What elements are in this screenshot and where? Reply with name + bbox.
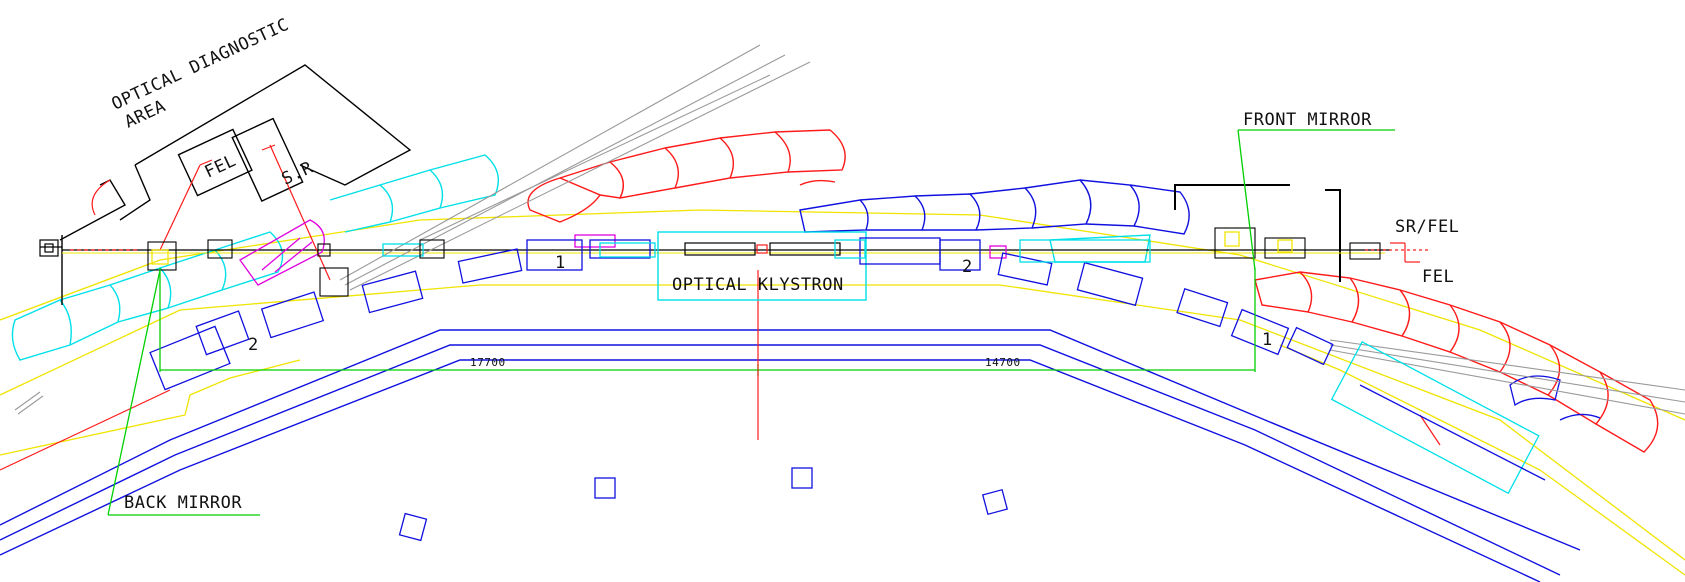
fel-box-label: FEL	[202, 151, 240, 183]
section-1-lower-label: 1	[1262, 330, 1273, 350]
back-mirror-label: BACK MIRROR	[124, 493, 242, 513]
equipment-clusters	[147, 227, 1381, 297]
optical-klystron	[657, 231, 867, 301]
pillars	[398, 467, 1009, 542]
blue-magnet-lower-right	[1509, 375, 1601, 421]
yellow-elements	[151, 231, 1293, 265]
blue-magnet-arc	[799, 179, 1190, 235]
optical-diagnostic-label: OPTICAL DIAGNOSTIC	[109, 15, 293, 115]
optical-diagnostic-area	[59, 64, 412, 241]
sr-fel-label: SR/FEL	[1395, 217, 1459, 237]
cyan-components	[382, 239, 1151, 263]
red-magnet-arc	[527, 129, 846, 223]
dimension-left-label: 17700	[470, 356, 506, 369]
beamline-components	[149, 237, 1546, 495]
front-mirror-structure	[1174, 184, 1341, 282]
fel-right-label: FEL	[1422, 267, 1454, 287]
section-2-lower-label: 2	[248, 335, 259, 355]
optical-klystron-label: OPTICAL KLYSTRON	[672, 275, 844, 295]
front-mirror-label: FRONT MIRROR	[1243, 110, 1372, 130]
section-1-label: 1	[555, 253, 566, 273]
floor-outline	[0, 329, 1581, 582]
injection-lines	[14, 44, 1685, 415]
magenta-elements	[239, 219, 1007, 286]
red-magnet-arc-right	[1254, 271, 1659, 453]
section-2-label: 2	[962, 257, 973, 277]
tunnel-outline	[0, 209, 1685, 576]
dimension-lines	[107, 129, 1395, 516]
dimension-right-label: 14700	[985, 356, 1021, 369]
